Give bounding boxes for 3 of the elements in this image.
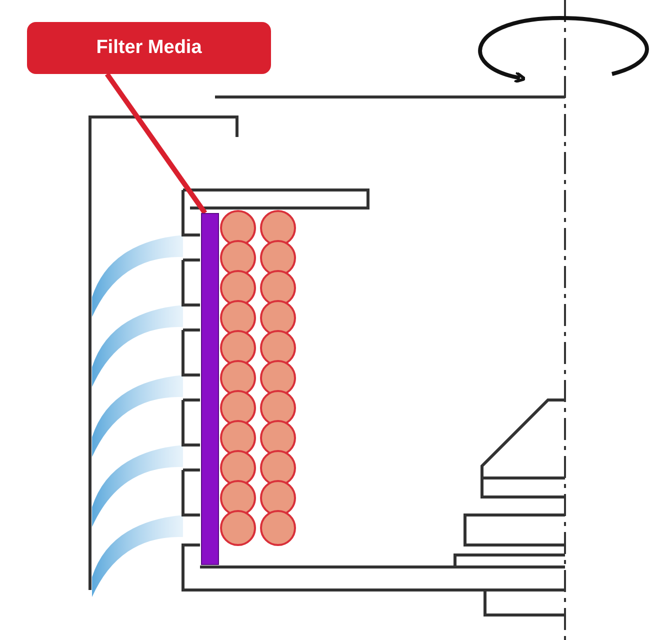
callout-label: Filter Media	[27, 22, 271, 74]
leader-line	[104, 72, 208, 214]
filter-media-strip	[201, 213, 219, 565]
